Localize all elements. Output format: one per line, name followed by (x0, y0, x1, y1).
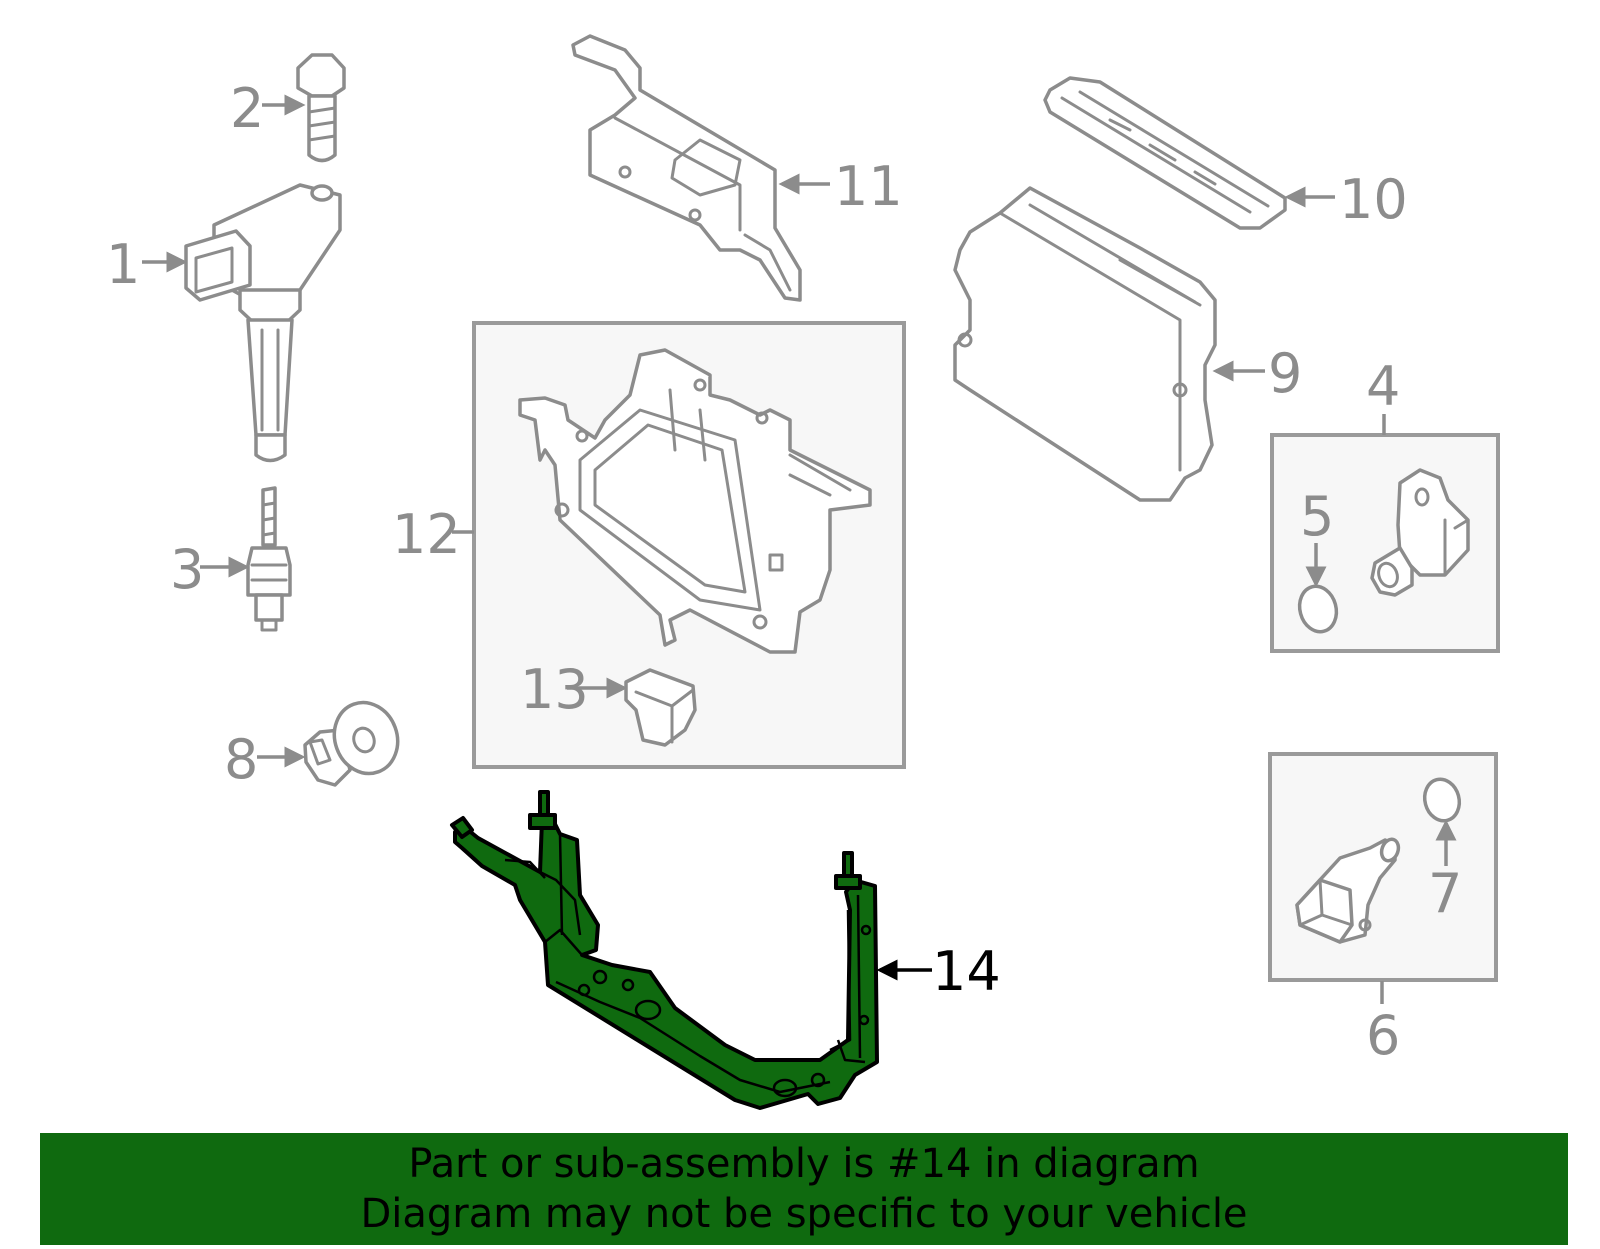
callout-11: 11 (834, 155, 903, 218)
part-14-body (453, 818, 879, 1110)
footer-line-1: Part or sub-assembly is #14 in diagram (408, 1141, 1200, 1187)
callout-12: 12 (392, 503, 461, 566)
callout-4: 4 (1366, 355, 1400, 418)
footer-banner (40, 1133, 1568, 1245)
callout-6: 6 (1366, 1004, 1400, 1067)
part-8-knock-sensor (303, 700, 400, 787)
callout-14: 14 (932, 940, 1001, 1003)
part-13-clip (624, 668, 697, 747)
part-3-spark-plug (246, 486, 292, 632)
part-11-cover-bracket (571, 34, 802, 302)
callout-8: 8 (224, 728, 258, 791)
part-4-sensor (1370, 468, 1470, 597)
part-2-bolt (296, 53, 346, 163)
callout-13: 13 (520, 658, 589, 721)
callout-1: 1 (106, 233, 140, 296)
callout-3: 3 (170, 538, 204, 601)
leader-lines (142, 94, 1457, 1004)
footer-line-2: Diagram may not be specific to your vehi… (360, 1191, 1248, 1237)
part-1-ignition-coil (184, 183, 342, 463)
callout-10: 10 (1339, 168, 1408, 231)
part-14-bracket-highlighted (450, 790, 879, 1110)
callout-labels: 2 1 3 8 11 10 9 12 13 4 5 7 6 14 (106, 77, 1462, 1067)
part-6-sensor (1295, 837, 1401, 944)
callout-2: 2 (230, 77, 264, 140)
callout-5: 5 (1300, 485, 1334, 548)
callout-9: 9 (1268, 342, 1302, 405)
part-12-mounting-bracket (518, 348, 872, 654)
part-10-cover-strip (1043, 76, 1287, 230)
part-9-ecu (953, 186, 1217, 502)
callout-7: 7 (1428, 862, 1462, 925)
footer-text-block: Part or sub-assembly is #14 in diagram D… (40, 1133, 1568, 1245)
